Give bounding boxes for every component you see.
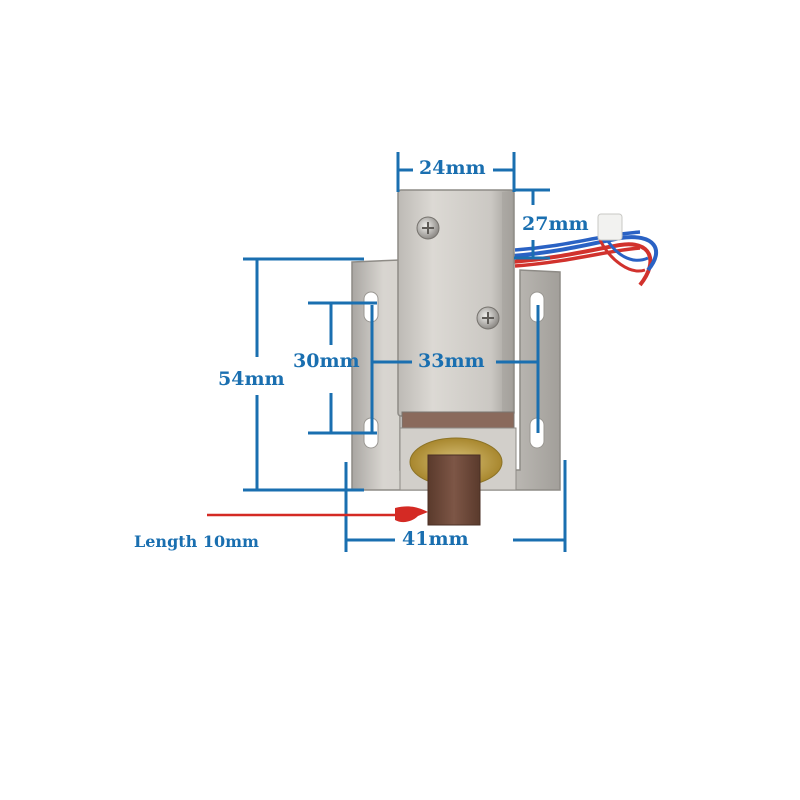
lock-bolt	[427, 454, 481, 526]
dimension-top-width: 24mm	[419, 157, 486, 179]
pointing-hand-icon	[395, 506, 428, 523]
mounting-bracket	[351, 259, 561, 491]
lock-body	[397, 189, 517, 526]
dimension-body-depth: 27mm	[522, 213, 589, 235]
bolt-length-pointer	[207, 506, 428, 523]
wire-connector	[597, 213, 623, 241]
dimension-hole-spacing-vertical: 30mm	[293, 350, 360, 372]
dimension-total-height: 54mm	[218, 368, 285, 390]
dimension-hole-spacing-horizontal: 33mm	[418, 350, 485, 372]
dimension-lines	[243, 152, 567, 552]
dimension-bracket-width: 41mm	[402, 528, 469, 550]
bolt-length-annotation: Length 10mm	[134, 532, 259, 551]
